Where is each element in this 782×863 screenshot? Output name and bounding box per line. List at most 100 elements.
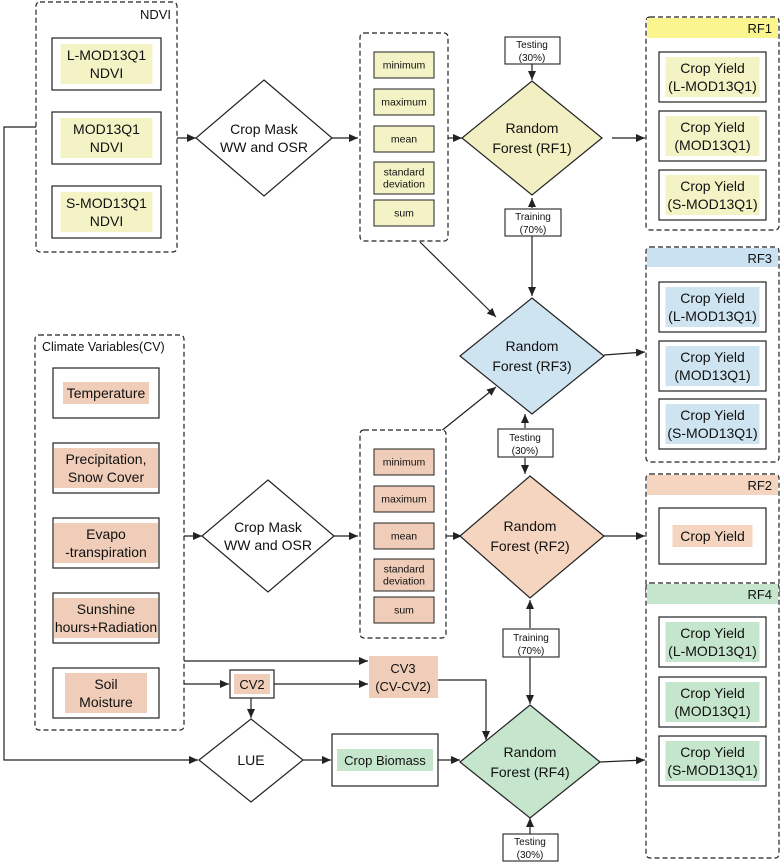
crop-mask-ndvi-label-line-0: Crop Mask <box>230 121 299 137</box>
ndvi-item-1-line-0: MOD13Q1 <box>73 121 140 137</box>
cv-item-1: Precipitation,Snow Cover <box>52 442 160 494</box>
stat-ndvi-0: minimum <box>373 51 435 79</box>
stat-cv-0: minimum <box>373 448 435 476</box>
output-group-rf2: RF2 Crop Yield <box>645 473 780 598</box>
output-group-rf1-title: RF1 <box>747 21 772 36</box>
stat-ndvi-1-line-0: maximum <box>381 97 427 109</box>
stat-cv-2-line-0: mean <box>391 531 417 543</box>
output-rf4-2-line-1: (S-MOD13Q1) <box>667 762 757 778</box>
stat-cv-3-line-1: deviation <box>383 576 425 588</box>
stat-cv-2: mean <box>373 522 435 550</box>
rf3-label-line-1: Forest (RF3) <box>492 358 571 374</box>
output-rf1-1-line-1: (MOD13Q1) <box>674 137 750 153</box>
stat-ndvi-4: sum <box>373 199 435 227</box>
ndvi-item-1-line-1: NDVI <box>90 139 123 155</box>
output-group-rf2-title: RF2 <box>747 478 772 493</box>
testing-box-rf4: Testing (30%) <box>502 833 559 862</box>
connectors <box>3 64 646 834</box>
crop-mask-diamond-ndvi: Crop Mask WW and OSR <box>195 79 333 197</box>
output-rf2-0: Crop Yield <box>658 507 767 565</box>
stat-ndvi-3-line-0: standard <box>384 167 425 179</box>
svg-text:Training: Training <box>513 633 549 644</box>
rf3-label-line-0: Random <box>506 338 559 354</box>
output-rf4-2: Crop Yield(S-MOD13Q1) <box>658 735 767 787</box>
output-rf1-0-line-0: Crop Yield <box>680 60 745 76</box>
output-rf3-1-line-1: (MOD13Q1) <box>674 367 750 383</box>
rf1-label-line-1: Forest (RF1) <box>492 140 571 156</box>
svg-text:CV2: CV2 <box>239 677 264 692</box>
crop-biomass-box: Crop Biomass <box>331 733 439 787</box>
stat-cv-4-line-0: sum <box>394 605 414 617</box>
svg-text:Testing: Testing <box>516 40 548 51</box>
output-rf3-0-line-1: (L-MOD13Q1) <box>668 308 757 324</box>
ndvi-item-0-line-0: L-MOD13Q1 <box>67 47 147 63</box>
training-box-rf1-rf3: Training (70%) <box>504 208 562 237</box>
stat-cv-0-line-0: minimum <box>383 457 426 469</box>
output-group-rf4: RF4 Crop Yield(L-MOD13Q1) Crop Yield(MOD1… <box>645 582 780 859</box>
ndvi-group-title: NDVI <box>140 7 171 22</box>
cv-item-0-line-0: Temperature <box>67 385 146 401</box>
svg-text:(30%): (30%) <box>519 53 546 64</box>
output-rf4-0: Crop Yield(L-MOD13Q1) <box>658 616 767 668</box>
crop-mask-diamond-cv: Crop Mask WW and OSR <box>201 479 335 593</box>
ndvi-item-2-line-0: S-MOD13Q1 <box>66 195 147 211</box>
svg-text:LUE: LUE <box>237 752 264 768</box>
cv-group-title: Climate Variables(CV) <box>42 340 165 354</box>
cv-item-4-line-1: Moisture <box>79 694 133 710</box>
testing-box-rf3-rf2: Testing (30%) <box>497 428 554 458</box>
output-rf3-2-line-1: (S-MOD13Q1) <box>667 425 757 441</box>
ndvi-group: NDVI L-MOD13Q1NDVIMOD13Q1NDVIS-MOD13Q1ND… <box>35 1 178 253</box>
cv-item-2-line-0: Evapo <box>86 526 126 542</box>
output-rf3-1: Crop Yield(MOD13Q1) <box>658 340 767 392</box>
rf1-label-line-0: Random <box>506 120 559 136</box>
cv-item-1-line-0: Precipitation, <box>66 451 147 467</box>
output-rf1-2-line-1: (S-MOD13Q1) <box>667 196 757 212</box>
output-rf1-2-line-0: Crop Yield <box>680 178 745 194</box>
svg-text:(30%): (30%) <box>517 850 544 861</box>
stat-ndvi-4-line-0: sum <box>394 208 414 220</box>
rf4-label-line-0: Random <box>504 744 557 760</box>
crop-mask-cv-label-line-0: Crop Mask <box>234 519 303 535</box>
cv3-box: CV3 (CV-CV2) <box>369 656 438 698</box>
ndvi-item-2-line-1: NDVI <box>90 213 123 229</box>
crop-mask-cv-label-line-1: WW and OSR <box>224 537 312 553</box>
cv-group: Climate Variables(CV) TemperaturePrecipi… <box>34 334 185 731</box>
training-box-rf2-rf4: Training (70%) <box>502 628 560 658</box>
output-group-rf4-title: RF4 <box>747 587 772 602</box>
svg-text:Testing: Testing <box>514 837 546 848</box>
output-group-rf3: RF3 Crop Yield(L-MOD13Q1)Crop Yield(MOD1… <box>645 246 780 463</box>
lue-diamond: LUE <box>198 718 304 803</box>
svg-text:(CV-CV2): (CV-CV2) <box>375 679 431 694</box>
output-rf4-1: Crop Yield(MOD13Q1) <box>658 676 767 728</box>
output-rf3-2: Crop Yield (S-MOD13Q1) <box>658 398 767 450</box>
stat-cv-3-line-0: standard <box>384 564 425 576</box>
cv-item-3-line-0: Sunshine <box>77 601 136 617</box>
output-rf3-0-line-0: Crop Yield <box>680 290 745 306</box>
output-rf1-1: Crop Yield(MOD13Q1) <box>658 110 767 162</box>
stat-ndvi-3-line-1: deviation <box>383 179 425 191</box>
cv-item-4-line-0: Soil <box>94 676 117 692</box>
crop-mask-ndvi-label-line-1: WW and OSR <box>220 139 308 155</box>
output-rf1-2: Crop Yield (S-MOD13Q1) <box>658 169 767 221</box>
output-rf3-2-line-0: Crop Yield <box>680 407 745 423</box>
stat-cv-1-line-0: maximum <box>381 494 427 506</box>
output-items-rf1: Crop Yield(L-MOD13Q1)Crop Yield(MOD13Q1)… <box>658 51 767 221</box>
stat-cv-4: sum <box>373 596 435 624</box>
svg-text:CV3: CV3 <box>390 661 415 676</box>
svg-text:(70%): (70%) <box>520 225 547 236</box>
output-group-rf3-title: RF3 <box>747 251 772 266</box>
